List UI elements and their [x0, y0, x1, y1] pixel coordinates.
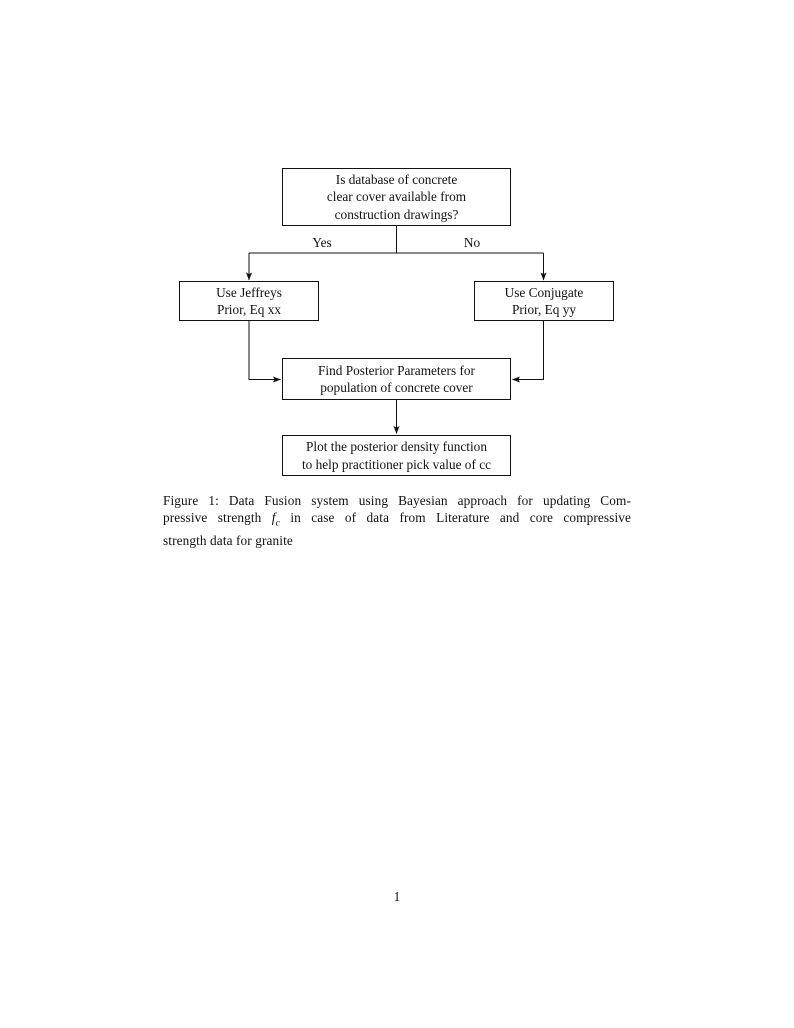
caption-line2-pre: pressive strength	[163, 510, 262, 526]
flowchart-box-conjugate-prior: Use Conjugate Prior, Eq yy	[474, 281, 614, 321]
box-text-line: construction drawings?	[334, 206, 459, 222]
page-number: 1	[393, 889, 401, 904]
branch-label-yes: Yes	[312, 235, 332, 250]
flowchart-box-posterior-parameters: Find Posterior Parameters for population…	[282, 358, 511, 400]
caption-line-1: Figure 1: Data Fusion system using Bayes…	[163, 493, 631, 508]
caption-line-3: strength data for granite	[163, 533, 293, 549]
math-fc: fc	[271, 510, 280, 529]
caption-line-2: pressive strength fc in case of data fro…	[163, 509, 631, 532]
box-text-line: Is database of concrete	[335, 171, 458, 187]
figure-caption: Figure 1: Data Fusion system using Bayes…	[163, 492, 631, 550]
connector-right-to-middle	[512, 321, 544, 383]
flowchart-box-question: Is database of concrete clear cover avai…	[282, 168, 511, 226]
box-text-line: population of concrete cover	[320, 380, 473, 395]
box-text-line: Prior, Eq xx	[216, 302, 282, 317]
flowchart-box-plot-density: Plot the posterior density function to h…	[282, 435, 511, 476]
box-text-line: to help practitioner pick value of cc	[301, 456, 492, 472]
math-c-subscript: c	[275, 517, 280, 529]
caption-line2-post: in case of data from Literature and core…	[290, 510, 631, 526]
box-text-line: Use Conjugate	[504, 284, 584, 300]
box-text-line: Prior, Eq yy	[511, 302, 577, 317]
connector-left-to-middle	[248, 321, 281, 383]
box-text-line: clear cover available from	[326, 189, 467, 205]
flowchart-box-jeffreys-prior: Use Jeffreys Prior, Eq xx	[179, 281, 319, 321]
box-text-line: Use Jeffreys	[216, 284, 282, 300]
branch-label-no: No	[463, 235, 481, 250]
box-text-line: Plot the posterior density function	[306, 439, 487, 454]
math-f-symbol: f	[271, 510, 276, 526]
box-text-line: Find Posterior Parameters for	[318, 362, 475, 378]
